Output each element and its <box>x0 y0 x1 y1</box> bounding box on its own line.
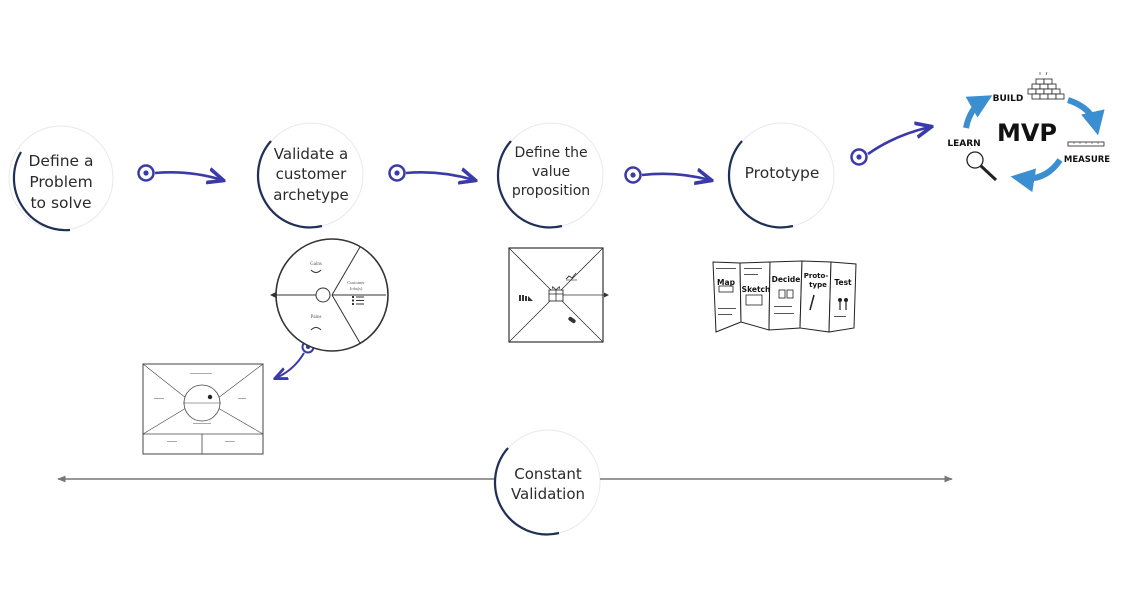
jobs-list-icon <box>352 296 364 305</box>
mvp-arrow-top-right <box>1066 97 1105 136</box>
gains-label: Gains <box>310 262 322 267</box>
magnifier-icon <box>966 151 998 182</box>
mvp-arrow-bottom <box>1010 158 1063 193</box>
mvp-title: MVP <box>997 119 1057 147</box>
pill-icon <box>568 316 576 324</box>
sprint-sketch-label: Sketch <box>742 285 771 294</box>
validation-line-1-text: Constant <box>514 465 582 483</box>
step-problem-line-2: Problem <box>29 172 93 191</box>
mvp-arrow-left <box>963 95 993 129</box>
step-label-archetype: Validate a customer archetype <box>256 144 366 205</box>
sprint-proto-label-1: Proto- <box>804 272 829 280</box>
brick-wall-icon <box>1027 71 1065 100</box>
value-proposition-canvas <box>508 247 609 343</box>
step-problem-line-3: to solve <box>30 193 92 212</box>
sprint-proto-label-2: type <box>809 281 827 289</box>
mvp-loop: MVP BUILD MEASURE LEARN <box>947 71 1110 193</box>
design-sprint-sketch: Map Sketch Decide Proto- type Test <box>712 260 857 333</box>
step-problem-line-1: Define a <box>28 152 94 170</box>
connector-arrow-2 <box>388 164 475 181</box>
sprint-decide-label: Decide <box>772 275 801 284</box>
step-circle-problem <box>8 125 114 232</box>
connector-arrow-4 <box>850 127 931 166</box>
step-circle-archetype <box>256 122 364 229</box>
connector-arrow-3 <box>624 166 711 183</box>
sprint-map-label: Map <box>717 278 736 287</box>
validation-label: Constant Validation <box>493 464 603 505</box>
mvp-measure-label: MEASURE <box>1064 155 1110 165</box>
mvp-build-label: BUILD <box>993 94 1024 104</box>
step-circle-value <box>496 122 604 229</box>
sprint-test-label: Test <box>834 278 852 287</box>
step-value-line-1: Define the <box>514 145 588 161</box>
connector-arrow-1 <box>137 164 223 181</box>
step-prototype-line-1: Prototype <box>744 164 820 182</box>
step-label-problem: Define a Problem to solve <box>11 151 111 214</box>
step-value-line-3: proposition <box>511 182 591 199</box>
validation-circle <box>493 429 601 536</box>
validation-line-2-text: Validation <box>510 485 586 504</box>
step-archetype-line-1: Validate a <box>273 145 349 163</box>
customer-profile-wheel: Gains Pains Customer Jobs(s) <box>270 238 389 352</box>
step-circle-prototype <box>727 122 835 229</box>
gift-icon <box>548 286 564 302</box>
pains-label: Pains <box>311 315 322 320</box>
business-canvas-sketch <box>142 363 264 455</box>
chart-icon <box>565 272 577 281</box>
step-archetype-line-2: customer <box>275 165 347 184</box>
ruler-icon <box>1067 141 1105 147</box>
step-value-line-2: value <box>531 163 571 180</box>
jobs-label-2: Jobs(s) <box>350 286 363 291</box>
step-label-value: Define the value proposition <box>496 144 606 201</box>
step-label-prototype: Prototype <box>727 163 837 184</box>
connector-arrow-canvas <box>276 340 315 379</box>
step-archetype-line-3: archetype <box>273 185 349 204</box>
mvp-learn-label: LEARN <box>947 139 980 149</box>
products-icon <box>519 295 533 301</box>
jobs-label-1: Customer <box>347 280 365 285</box>
